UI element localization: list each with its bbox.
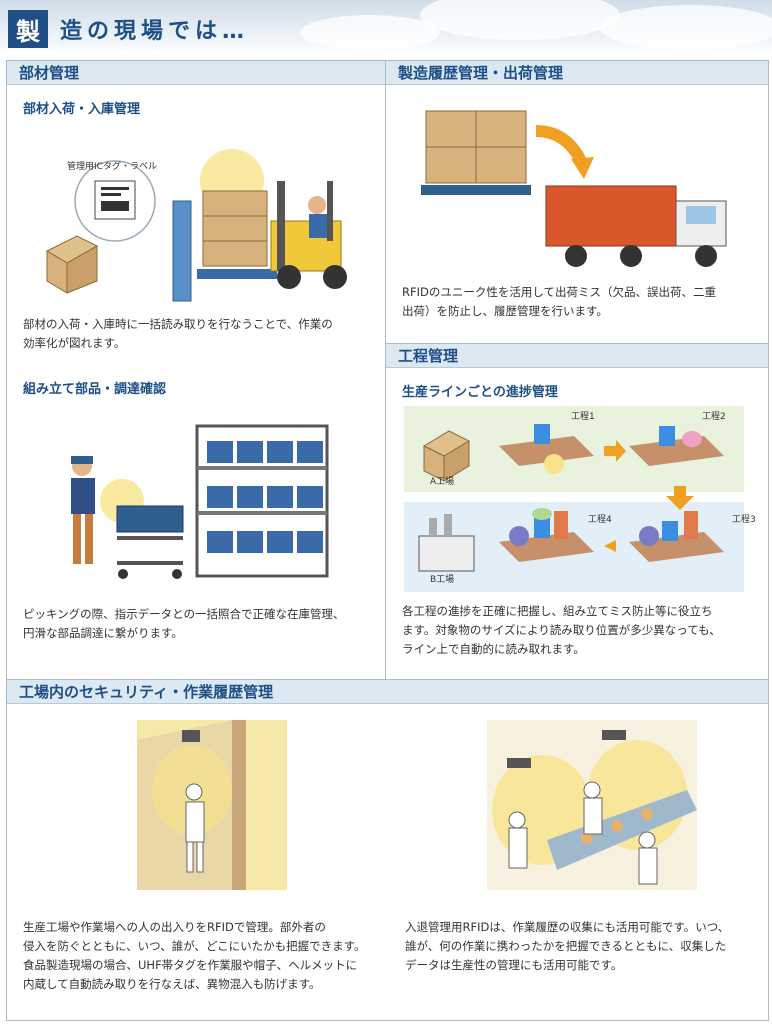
parts-sub-receiving: 部材入荷・入庫管理 <box>23 102 141 117</box>
process-sub-progress: 生産ラインごとの進捗管理 <box>402 385 558 400</box>
security-text-right: 入退管理用RFIDは、作業履歴の収集にも活用可能です。いつ、 誰が、何の作業に携… <box>405 920 730 972</box>
sky-banner <box>0 0 772 55</box>
page-title: 造の現場では… <box>60 19 250 44</box>
history-section: 製造履歴管理・出荷管理 RFIDのユニーク性を活用して出荷ミス（欠品、誤出荷、二… <box>385 60 769 344</box>
parts-sub-picking: 組み立て部品・調達確認 <box>23 382 167 397</box>
history-section-title: 製造履歴管理・出荷管理 <box>386 61 768 85</box>
entrance-illustration <box>137 720 287 890</box>
parts-text-picking: ピッキングの際、指示データとの一括照合で正確な在庫管理、 円滑な部品調達に繋がり… <box>23 607 345 640</box>
process-section-title: 工程管理 <box>386 344 768 368</box>
parts-text-receiving: 部材の入荷・入庫時に一括読み取りを行なうことで、作業の 効率化が図れます。 <box>23 317 333 350</box>
shipping-illustration <box>416 101 746 281</box>
security-section-title: 工場内のセキュリティ・作業履歴管理 <box>7 680 768 704</box>
security-section: 工場内のセキュリティ・作業履歴管理 <box>6 679 769 1021</box>
process-text: 各工程の進捗を正確に把握し、組み立てミス防止等に役立ち ます。対象物のサイズによ… <box>402 604 721 656</box>
label-process-2: 工程2 <box>702 412 726 422</box>
food-line-illustration <box>487 720 697 890</box>
label-process-4: 工程4 <box>588 515 612 525</box>
process-section: 工程管理 生産ラインごとの進捗管理 <box>385 343 769 680</box>
header-badge: 製 <box>8 10 48 48</box>
label-process-1: 工程1 <box>571 412 595 422</box>
tag-label: 管理用ICタグ・ラベル <box>67 162 157 172</box>
receiving-illustration <box>27 141 377 341</box>
label-factory-a: A工場 <box>430 477 455 487</box>
label-factory-b: B工場 <box>430 575 455 585</box>
process-illustration <box>404 406 744 592</box>
label-process-3: 工程3 <box>732 515 756 525</box>
security-text-left: 生産工場や作業場への人の出入りをRFIDで管理。部外者の 侵入を防ぐとともに、い… <box>23 920 366 991</box>
picking-illustration <box>47 406 347 591</box>
parts-section-title: 部材管理 <box>7 61 385 85</box>
history-text: RFIDのユニーク性を活用して出荷ミス（欠品、誤出荷、二重 出荷）を防止し、履歴… <box>402 285 717 318</box>
parts-section: 部材管理 部材入荷・入庫管理 <box>6 60 386 680</box>
